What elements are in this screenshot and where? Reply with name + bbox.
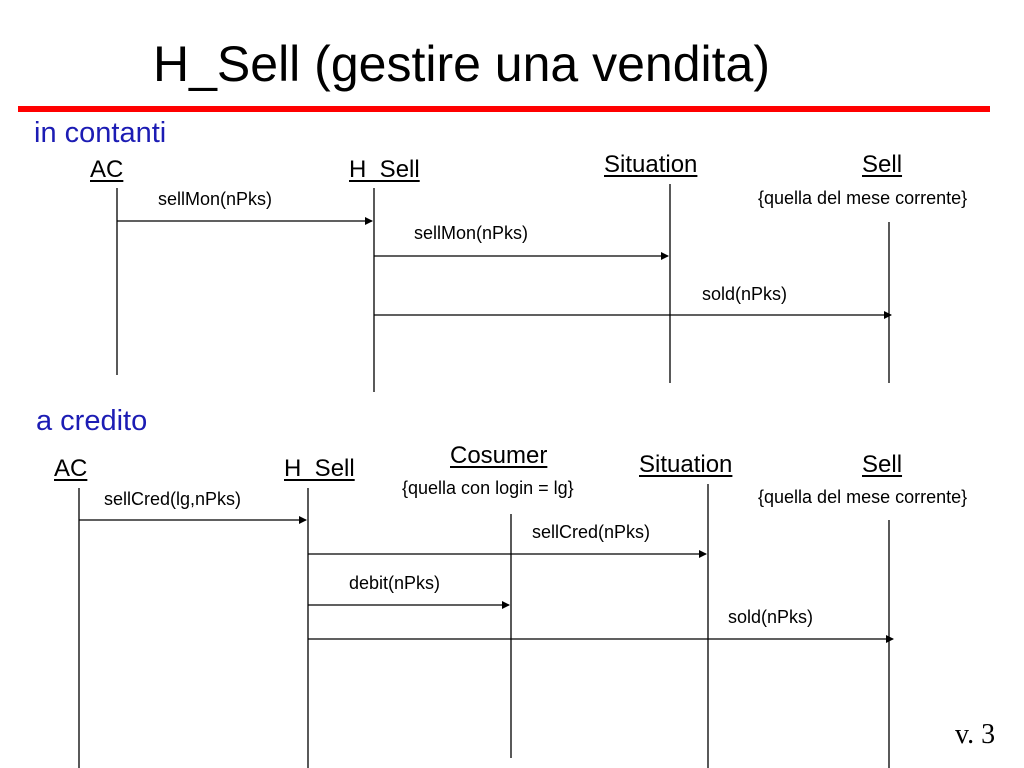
message-label-d2-3: debit(nPks) bbox=[349, 573, 441, 593]
object-ac: AC bbox=[90, 156, 124, 183]
object-cosumer-constraint: {quella con login = lg} bbox=[402, 478, 574, 498]
message-label-d2-4: sold(nPks) bbox=[728, 607, 814, 627]
version-label: v. 3 bbox=[955, 719, 996, 750]
title-underline-rule bbox=[18, 106, 990, 112]
object-h-sell: H_Sell bbox=[284, 455, 355, 482]
object-sell: Sell bbox=[862, 151, 903, 178]
section-label-in-contanti: in contanti bbox=[34, 117, 167, 149]
object-sell-constraint: {quella del mese corrente} bbox=[758, 188, 968, 208]
section-label-a-credito: a credito bbox=[36, 405, 148, 437]
message-label-d2-2: sellCred(nPks) bbox=[532, 522, 651, 542]
message-label-d2-1: sellCred(lg,nPks) bbox=[104, 489, 242, 509]
object-ac: AC bbox=[54, 455, 88, 482]
object-situation: Situation bbox=[639, 451, 733, 478]
object-situation: Situation bbox=[604, 151, 698, 178]
object-sell: Sell bbox=[862, 451, 903, 478]
message-label-d1-3: sold(nPks) bbox=[702, 284, 788, 304]
object-sell-constraint: {quella del mese corrente} bbox=[758, 487, 968, 507]
message-label-d1-2: sellMon(nPks) bbox=[414, 223, 529, 243]
page-title: H_Sell (gestire una vendita) bbox=[153, 36, 770, 92]
message-label-d1-1: sellMon(nPks) bbox=[158, 189, 273, 209]
object-cosumer: Cosumer bbox=[450, 442, 548, 469]
object-h-sell: H_Sell bbox=[349, 156, 420, 183]
